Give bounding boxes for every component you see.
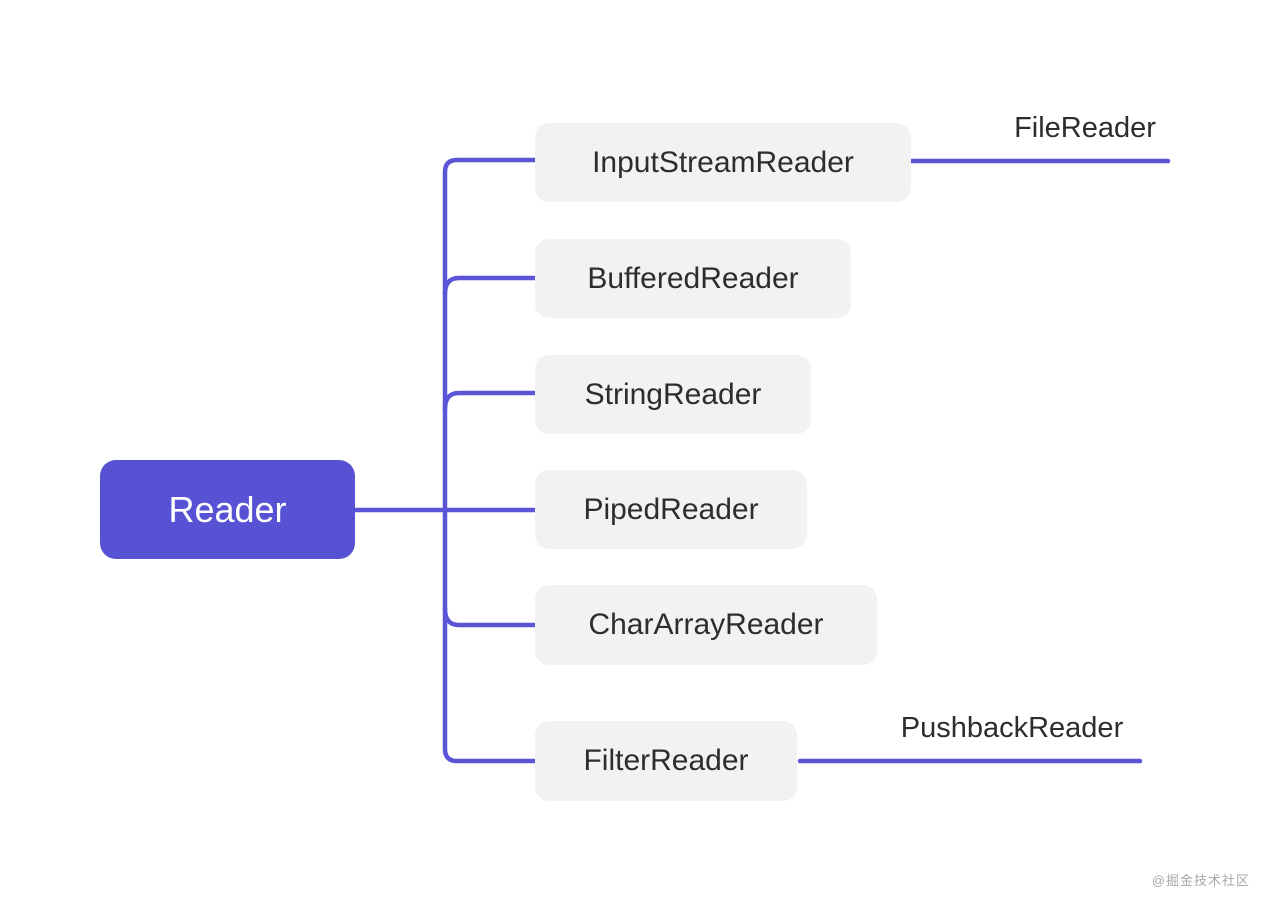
node-filereader[interactable]: FileReader (1014, 112, 1156, 144)
node-pipedreader[interactable]: PipedReader (535, 470, 807, 549)
node-stringreader[interactable]: StringReader (535, 355, 811, 434)
node-chararrayreader[interactable]: CharArrayReader (535, 585, 877, 665)
node-bufferedreader[interactable]: BufferedReader (535, 239, 851, 318)
node-reader[interactable]: Reader (100, 460, 355, 559)
node-pushbackreader[interactable]: PushbackReader (900, 712, 1124, 744)
connector-branch-stringreader (442, 390, 538, 412)
juejin-watermark: @掘金技术社区 (1151, 873, 1250, 888)
connector-trunk-up-to-inputstreamreader (442, 157, 538, 513)
node-filterreader[interactable]: FilterReader (535, 721, 797, 801)
connector-branch-chararrayreader (442, 606, 538, 628)
connectors-group (352, 157, 1171, 764)
connector-branch-bufferedreader (442, 275, 538, 297)
connector-trunk-down-to-filterreader (442, 507, 538, 764)
node-inputstreamreader[interactable]: InputStreamReader (535, 123, 911, 202)
